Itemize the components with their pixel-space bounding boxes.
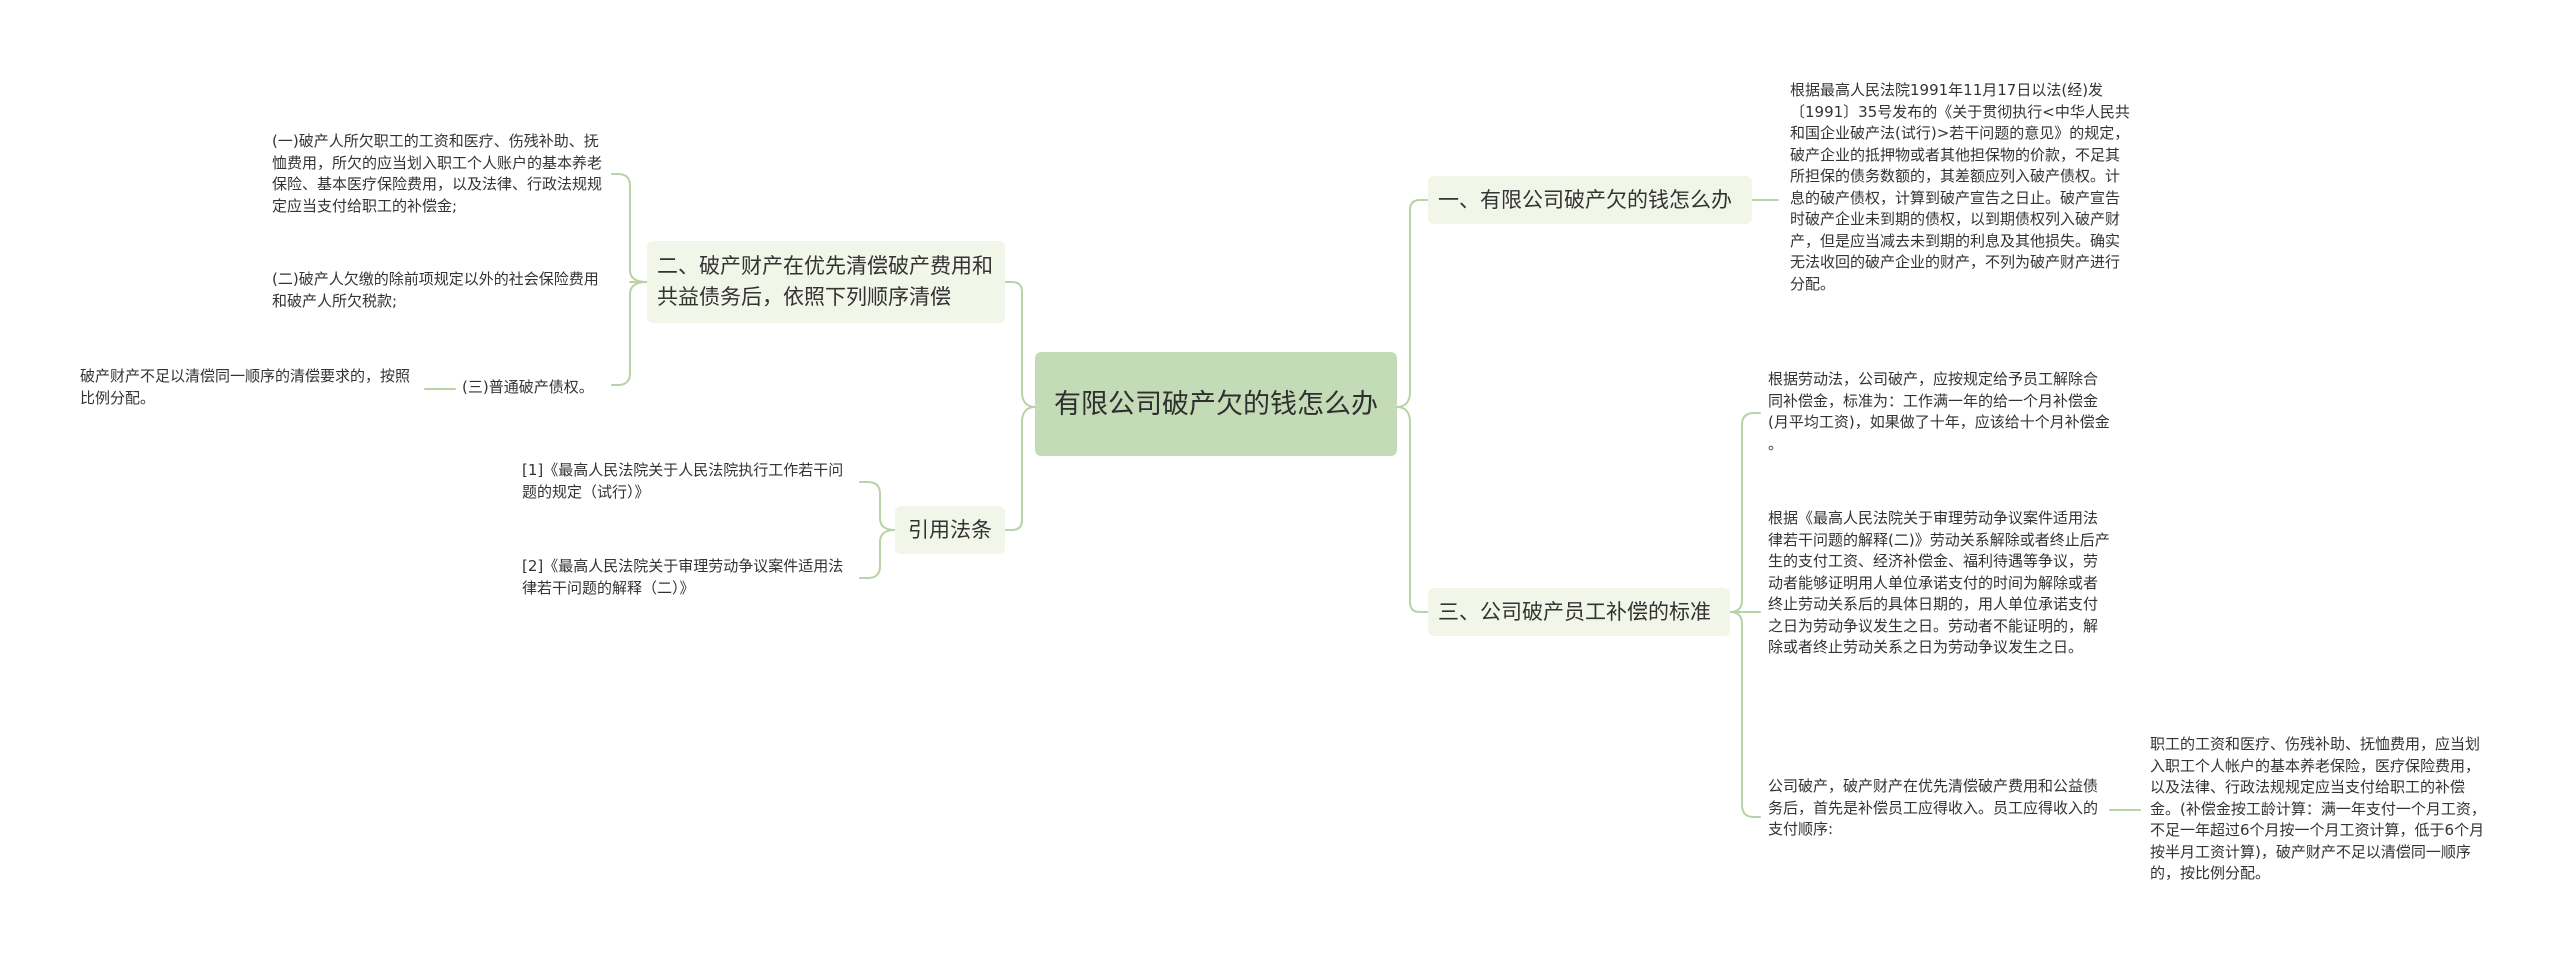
branch-2-item-3: (三)普通破产债权。 (462, 377, 612, 399)
branch-2-sub-note-text: 破产财产不足以清偿同一顺序的清偿要求的，按照比例分配。 (80, 367, 411, 407)
branch-node-1-label: 一、有限公司破产欠的钱怎么办 (1438, 187, 1732, 212)
branch-3-item-2-text: 根据《最高人民法院关于审理劳动争议案件适用法律若干问题的解释(二)》劳动关系解除… (1768, 509, 2110, 656)
branch-node-2[interactable]: 二、破产财产在优先清偿破产费用和共益债务后，依照下列顺序清偿 (647, 241, 1005, 323)
branch-node-3-label: 三、公司破产员工补偿的标准 (1438, 599, 1711, 624)
branch-2-item-2-text: (二)破产人欠缴的除前项规定以外的社会保险费用和破产人所欠税款; (272, 270, 599, 310)
branch-2-item-1: (一)破产人所欠职工的工资和医疗、伤残补助、抚恤费用，所欠的应当划入职工个人账户… (272, 131, 612, 217)
branch-4-item-2: [2]《最高人民法院关于审理劳动争议案件适用法律若干问题的解释（二）》 (522, 556, 852, 599)
branch-node-1[interactable]: 一、有限公司破产欠的钱怎么办 (1428, 176, 1752, 224)
branch-2-item-2: (二)破产人欠缴的除前项规定以外的社会保险费用和破产人所欠税款; (272, 269, 612, 312)
branch-1-detail: 根据最高人民法院1991年11月17日以法(经)发〔1991〕35号发布的《关于… (1790, 80, 2130, 295)
branch-4-item-2-text: [2]《最高人民法院关于审理劳动争议案件适用法律若干问题的解释（二）》 (522, 557, 844, 597)
root-topic[interactable]: 有限公司破产欠的钱怎么办 (1035, 352, 1397, 456)
branch-1-detail-text: 根据最高人民法院1991年11月17日以法(经)发〔1991〕35号发布的《关于… (1790, 81, 2130, 293)
branch-node-4[interactable]: 引用法条 (895, 506, 1005, 554)
branch-node-3[interactable]: 三、公司破产员工补偿的标准 (1428, 588, 1730, 636)
branch-3-item-1-text: 根据劳动法，公司破产，应按规定给予员工解除合同补偿金，标准为：工作满一年的给一个… (1768, 370, 2110, 453)
branch-2-sub-note: 破产财产不足以清偿同一顺序的清偿要求的，按照比例分配。 (80, 366, 420, 409)
branch-2-item-1-text: (一)破产人所欠职工的工资和医疗、伤残补助、抚恤费用，所欠的应当划入职工个人账户… (272, 132, 603, 215)
branch-4-item-1-text: [1]《最高人民法院关于人民法院执行工作若干问题的规定（试行）》 (522, 461, 844, 501)
branch-3-sub-note: 职工的工资和医疗、伤残补助、抚恤费用，应当划入职工个人帐户的基本养老保险，医疗保… (2150, 734, 2490, 885)
root-topic-label: 有限公司破产欠的钱怎么办 (1054, 388, 1378, 420)
branch-4-item-1: [1]《最高人民法院关于人民法院执行工作若干问题的规定（试行）》 (522, 460, 852, 503)
branch-3-item-1: 根据劳动法，公司破产，应按规定给予员工解除合同补偿金，标准为：工作满一年的给一个… (1768, 369, 2110, 455)
branch-3-item-3: 公司破产，破产财产在优先清偿破产费用和公益债务后，首先是补偿员工应得收入。员工应… (1768, 776, 2110, 841)
branch-node-4-label: 引用法条 (908, 517, 992, 542)
branch-3-item-2: 根据《最高人民法院关于审理劳动争议案件适用法律若干问题的解释(二)》劳动关系解除… (1768, 508, 2110, 659)
branch-node-2-label: 二、破产财产在优先清偿破产费用和共益债务后，依照下列顺序清偿 (657, 254, 993, 309)
branch-2-item-3-text: (三)普通破产债权。 (462, 378, 594, 396)
branch-3-item-3-text: 公司破产，破产财产在优先清偿破产费用和公益债务后，首先是补偿员工应得收入。员工应… (1768, 777, 2099, 838)
branch-3-sub-note-text: 职工的工资和医疗、伤残补助、抚恤费用，应当划入职工个人帐户的基本养老保险，医疗保… (2150, 735, 2486, 882)
